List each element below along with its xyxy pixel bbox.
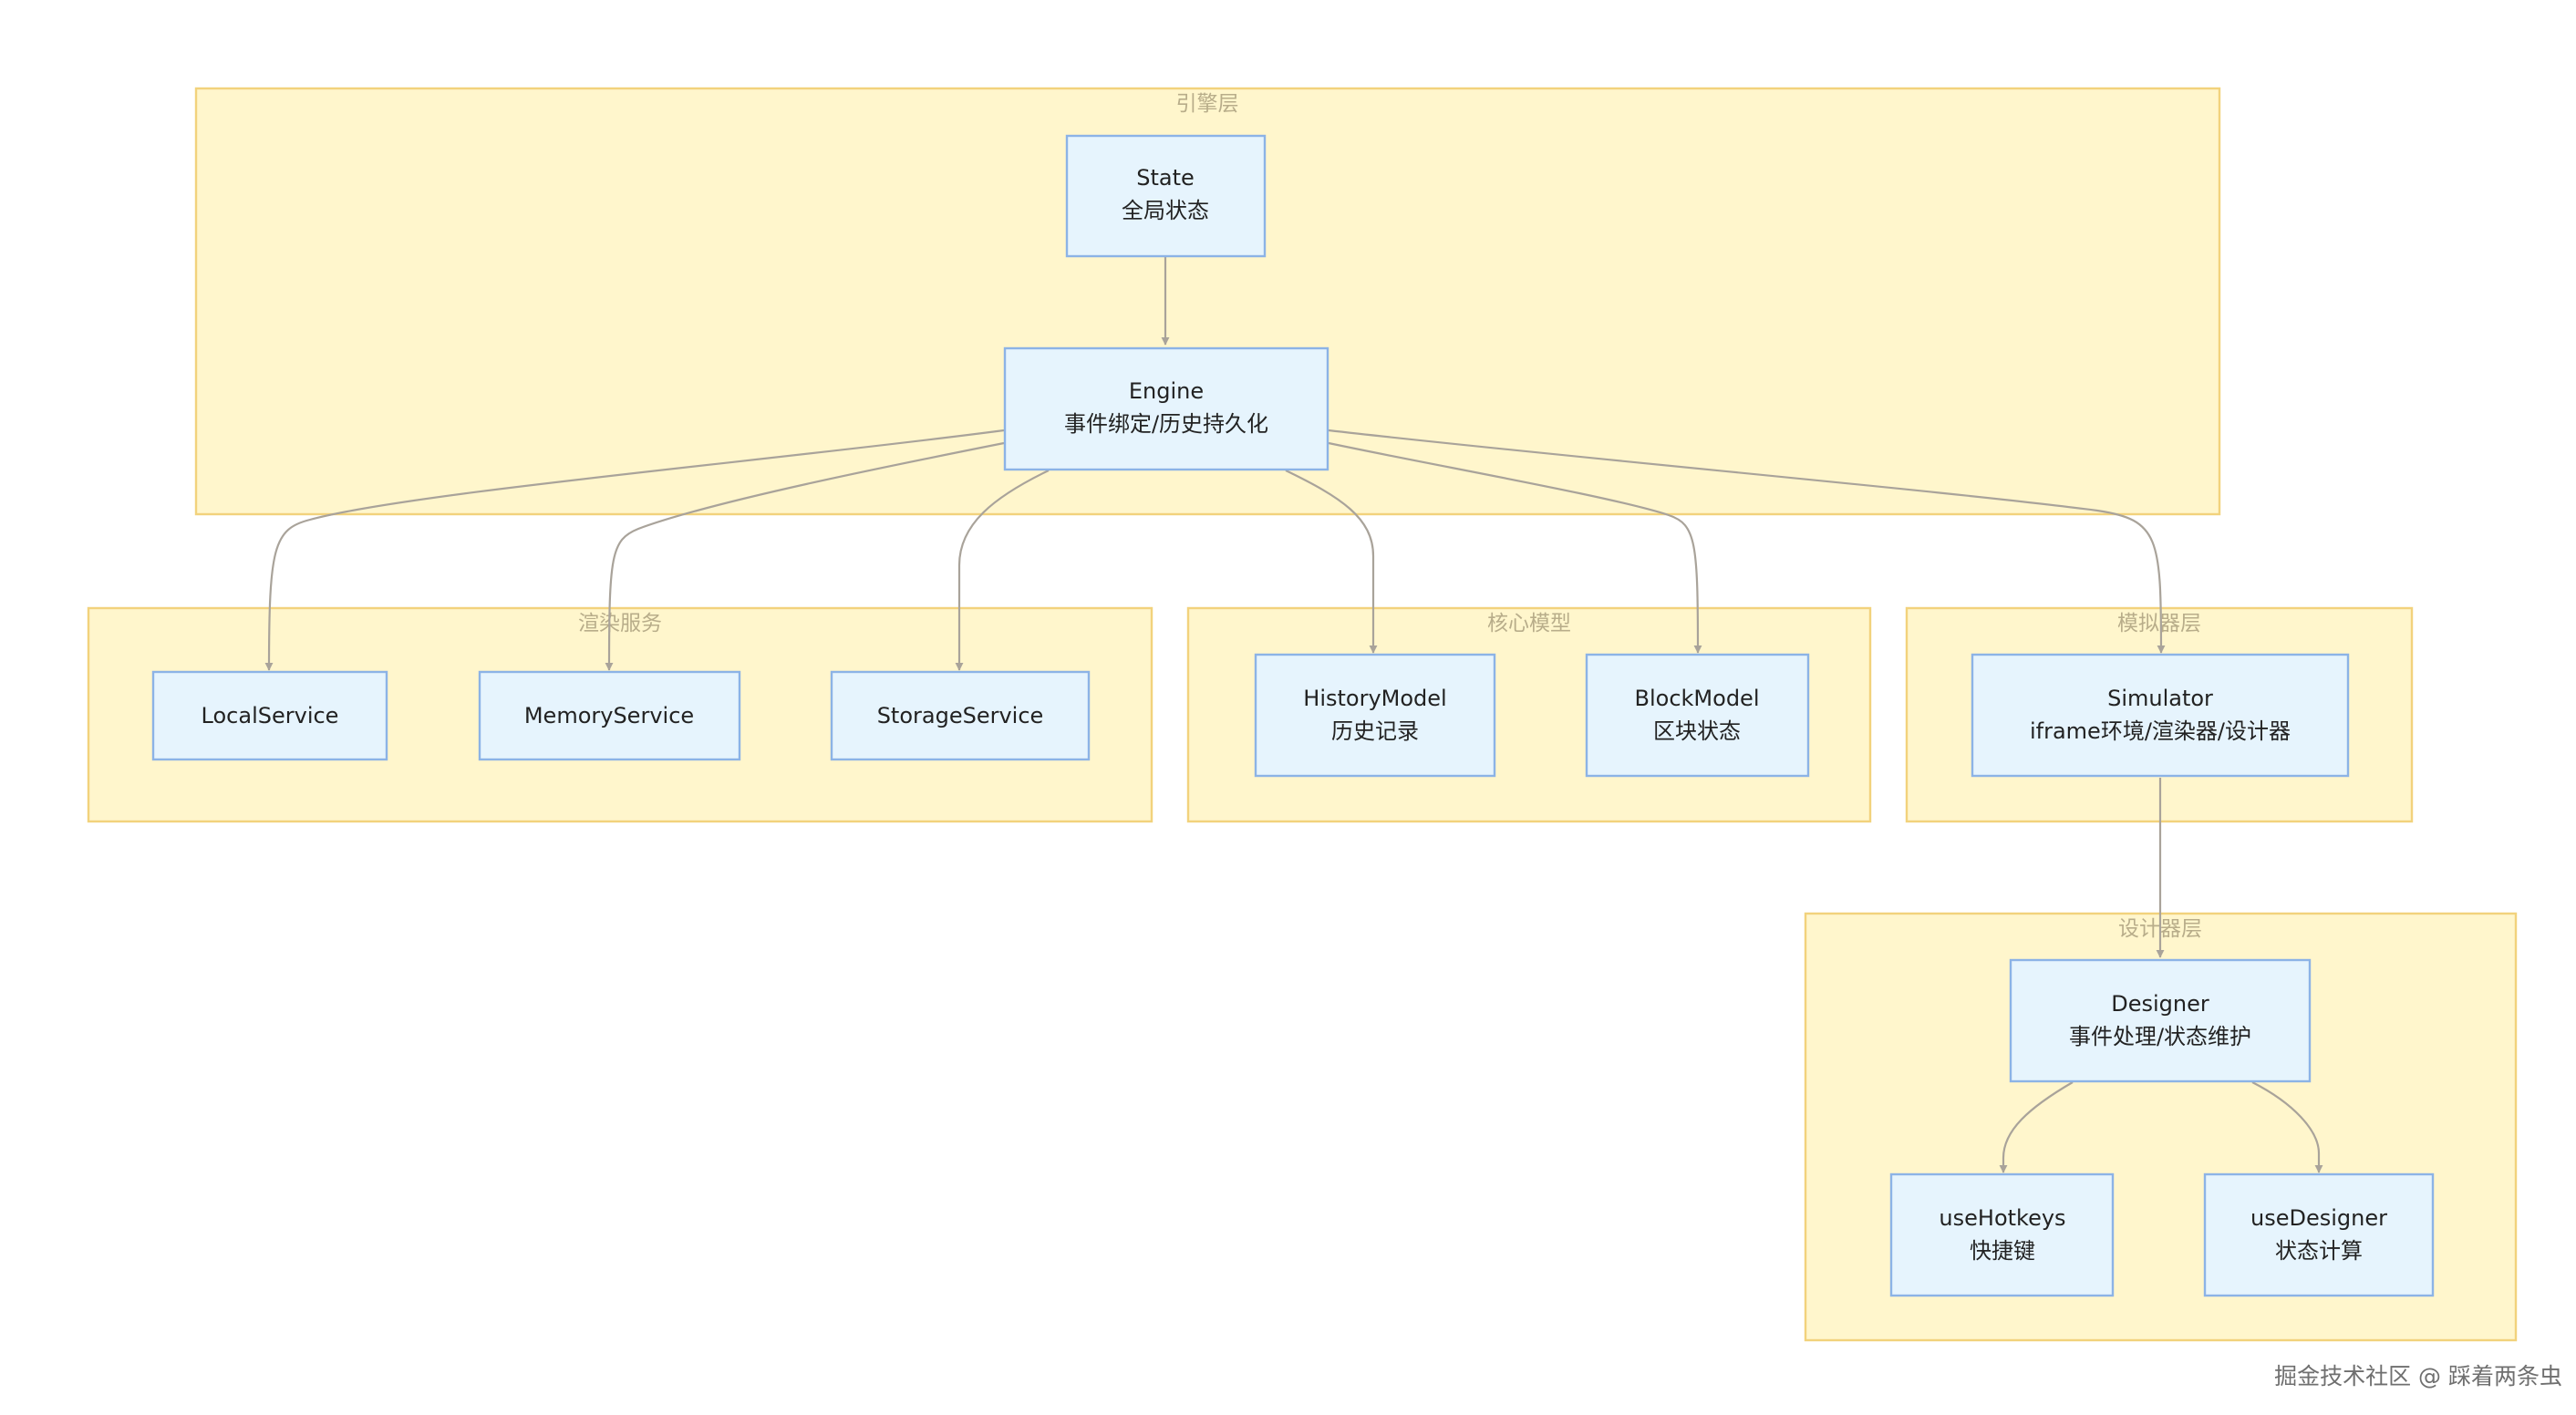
node-use-hotkeys-title: useHotkeys [1939, 1205, 2065, 1231]
edge-engine-memoryservice [605, 441, 1005, 671]
node-local-service-title: LocalService [202, 703, 339, 728]
node-designer-box [2009, 958, 2312, 1083]
node-memory-service-title: MemoryService [524, 703, 694, 728]
node-simulator-title: Simulator [2107, 686, 2213, 711]
node-state[interactable]: State 全局状态 [1065, 134, 1267, 258]
node-engine-title: Engine [1129, 378, 1204, 404]
cluster-simulator-layer-label: 模拟器层 [2117, 612, 2201, 635]
node-use-hotkeys-subtitle: 快捷键 [1970, 1238, 2035, 1264]
node-storage-service-box [830, 670, 1091, 761]
node-engine[interactable]: Engine 事件绑定/历史持久化 [1003, 346, 1329, 471]
node-block-model-box [1585, 653, 1810, 778]
edge-engine-historymodel [1285, 470, 1378, 654]
node-memory-service-box [478, 670, 741, 761]
node-engine-subtitle: 事件绑定/历史持久化 [1064, 411, 1268, 437]
node-use-designer-subtitle: 状态计算 [2275, 1238, 2363, 1264]
node-designer[interactable]: Designer 事件处理/状态维护 [2009, 958, 2312, 1083]
edge-engine-localservice [264, 429, 1005, 671]
node-storage-service[interactable]: StorageService [830, 670, 1091, 761]
node-state-box [1065, 134, 1267, 258]
edge-engine-simulator [1328, 429, 2166, 654]
node-use-designer-title: useDesigner [2250, 1205, 2387, 1231]
node-state-subtitle: 全局状态 [1122, 198, 1209, 223]
node-local-service-box [151, 670, 388, 761]
node-block-model[interactable]: BlockModel 区块状态 [1585, 653, 1810, 778]
node-storage-service-title: StorageService [877, 703, 1044, 728]
edges [264, 257, 2323, 1173]
node-block-model-subtitle: 区块状态 [1653, 718, 1741, 744]
node-state-title: State [1136, 165, 1195, 191]
node-engine-box [1003, 346, 1329, 471]
node-history-model-subtitle: 历史记录 [1331, 718, 1419, 744]
node-simulator-subtitle: iframe环境/渲染器/设计器 [2030, 718, 2291, 744]
edge-designer-usehotkeys [1999, 1081, 2074, 1173]
node-simulator-box [1971, 653, 2350, 778]
node-history-model[interactable]: HistoryModel 历史记录 [1254, 653, 1496, 778]
edge-engine-blockmodel [1328, 441, 1702, 654]
watermark-text: 掘金技术社区 @ 踩着两条虫 [2274, 1363, 2562, 1389]
node-simulator[interactable]: Simulator iframe环境/渲染器/设计器 [1971, 653, 2350, 778]
edge-engine-storageservice [955, 470, 1050, 671]
cluster-render-services-label: 渲染服务 [578, 612, 662, 635]
cluster-engine-layer-label: 引擎层 [1176, 92, 1239, 116]
node-block-model-title: BlockModel [1635, 686, 1760, 711]
node-history-model-title: HistoryModel [1303, 686, 1446, 711]
node-memory-service[interactable]: MemoryService [478, 670, 741, 761]
node-designer-subtitle: 事件处理/状态维护 [2069, 1024, 2251, 1049]
node-use-hotkeys[interactable]: useHotkeys 快捷键 [1889, 1172, 2115, 1297]
node-use-designer-box [2203, 1172, 2435, 1297]
node-designer-title: Designer [2111, 991, 2209, 1017]
cluster-core-models-label: 核心模型 [1487, 612, 1571, 635]
node-use-designer[interactable]: useDesigner 状态计算 [2203, 1172, 2435, 1297]
edge-designer-usedesigner [2251, 1081, 2323, 1173]
node-use-hotkeys-box [1889, 1172, 2115, 1297]
node-local-service[interactable]: LocalService [151, 670, 388, 761]
node-history-model-box [1254, 653, 1496, 778]
